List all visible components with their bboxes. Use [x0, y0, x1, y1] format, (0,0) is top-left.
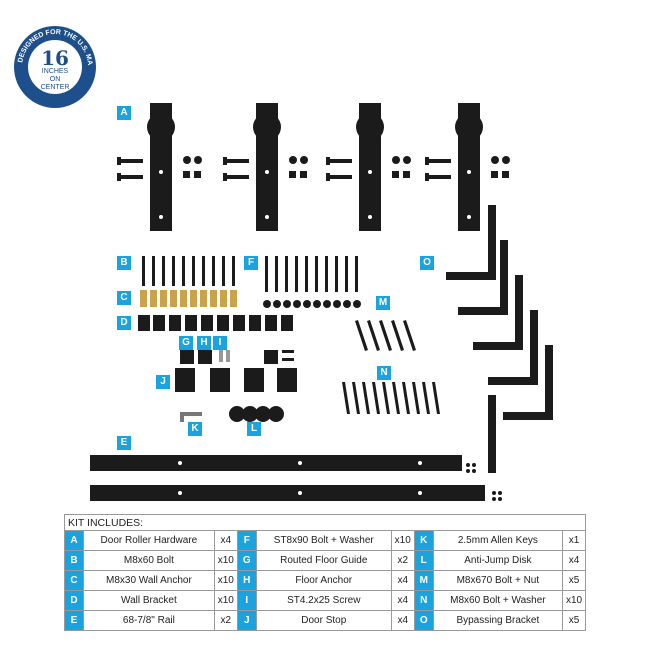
item-qty: x4 — [390, 610, 415, 631]
floor-guides-anchors-screws — [180, 350, 294, 364]
item-qty: x1 — [562, 530, 586, 551]
label-k: K — [188, 422, 202, 436]
label-g: G — [179, 336, 193, 350]
label-h: H — [197, 336, 211, 350]
item-name: M8x60 Bolt + Washer — [432, 590, 564, 611]
label-n: N — [377, 366, 391, 380]
item-letter: D — [64, 590, 84, 611]
badge-line1: INCHES — [41, 68, 69, 75]
item-qty: x4 — [390, 570, 415, 591]
m8x60-bolts — [142, 256, 235, 286]
item-name: Floor Anchor — [255, 570, 392, 591]
m8x670-bolts — [355, 320, 416, 351]
item-name: Bypassing Bracket — [432, 610, 564, 631]
item-name: M8x30 Wall Anchor — [83, 570, 215, 591]
kit-title: KIT INCLUDES: — [64, 514, 586, 531]
item-qty: x10 — [390, 530, 415, 551]
label-j: J — [156, 375, 170, 389]
item-qty: x10 — [213, 570, 238, 591]
rails — [90, 455, 502, 501]
item-letter: G — [236, 550, 257, 571]
item-name: Door Stop — [255, 610, 392, 631]
anti-jump-disks — [229, 406, 284, 422]
item-letter: C — [64, 570, 84, 591]
item-letter: F — [236, 530, 257, 551]
item-qty: x10 — [213, 590, 238, 611]
item-qty: x5 — [562, 610, 586, 631]
us-market-badge: DESIGNED FOR THE U.S. MARKET 16 INCHES O… — [14, 26, 96, 108]
item-name: 68-7/8" Rail — [83, 610, 215, 631]
label-l: L — [247, 422, 261, 436]
m8x60-bolts-washers — [342, 382, 440, 414]
bypassing-brackets — [446, 205, 553, 473]
item-letter: O — [413, 610, 434, 631]
badge-number: 16 — [41, 46, 69, 70]
wall-brackets — [138, 315, 293, 331]
hardware-illustration — [90, 103, 553, 501]
item-name: ST4.2x25 Screw — [255, 590, 392, 611]
label-f: F — [244, 256, 258, 270]
item-name: M8x60 Bolt — [83, 550, 215, 571]
label-e: E — [117, 436, 131, 450]
item-qty: x10 — [213, 550, 238, 571]
item-qty: x10 — [562, 590, 586, 611]
label-i: I — [213, 336, 227, 350]
st8x90-bolts — [263, 256, 361, 308]
item-letter: K — [413, 530, 434, 551]
allen-keys — [180, 412, 202, 422]
label-m: M — [376, 296, 390, 310]
item-name: Routed Floor Guide — [255, 550, 392, 571]
item-name: 2.5mm Allen Keys — [432, 530, 564, 551]
item-letter: A — [64, 530, 84, 551]
item-name: Wall Bracket — [83, 590, 215, 611]
door-stops — [175, 368, 297, 392]
item-letter: M — [413, 570, 434, 591]
item-letter: I — [236, 590, 257, 611]
item-letter: J — [236, 610, 257, 631]
item-qty: x2 — [213, 610, 238, 631]
item-letter: N — [413, 590, 434, 611]
item-name: ST8x90 Bolt + Washer — [255, 530, 392, 551]
label-c: C — [117, 291, 131, 305]
item-name: M8x670 Bolt + Nut — [432, 570, 564, 591]
item-qty: x5 — [562, 570, 586, 591]
badge-line2: ON — [49, 76, 61, 83]
label-d: D — [117, 316, 131, 330]
label-a: A — [117, 106, 131, 120]
badge-center: 16 INCHES ON CENTER — [28, 40, 82, 94]
kit-header-row: KIT INCLUDES: — [64, 514, 586, 531]
item-qty: x4 — [562, 550, 586, 571]
item-letter: B — [64, 550, 84, 571]
door-roller-hardware — [117, 103, 510, 231]
item-qty: x2 — [390, 550, 415, 571]
item-letter: E — [64, 610, 84, 631]
item-qty: x4 — [390, 590, 415, 611]
item-letter: H — [236, 570, 257, 591]
item-qty: x4 — [213, 530, 238, 551]
label-o: O — [420, 256, 434, 270]
item-letter: L — [413, 550, 434, 571]
label-b: B — [117, 256, 131, 270]
badge-line3: CENTER — [40, 84, 70, 91]
item-name: Anti-Jump Disk — [432, 550, 564, 571]
wall-anchors — [140, 290, 237, 307]
item-name: Door Roller Hardware — [83, 530, 215, 551]
